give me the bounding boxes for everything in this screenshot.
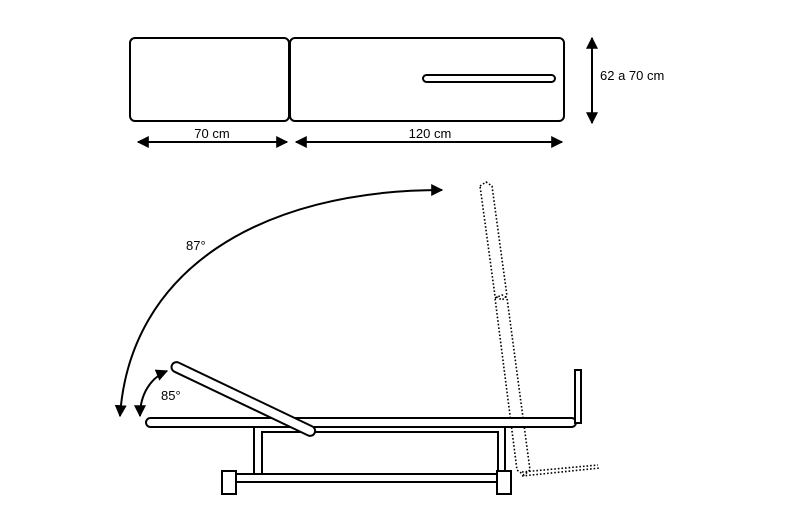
width-right-label: 120 cm xyxy=(409,126,452,141)
angle-large-label: 87° xyxy=(186,238,206,253)
top-view-slot xyxy=(422,74,556,83)
top-view-head-section xyxy=(129,37,290,122)
table-top xyxy=(145,417,577,428)
foot-post xyxy=(574,369,582,424)
base-foot-right xyxy=(496,470,512,495)
side-view: 87° 85° xyxy=(114,181,601,495)
base-frame xyxy=(221,425,512,495)
tilted-backrest xyxy=(170,361,317,437)
width-left-label: 70 cm xyxy=(194,126,229,141)
angle-small-label: 85° xyxy=(161,388,181,403)
base-foot-left xyxy=(221,470,237,495)
height-label: 62 a 70 cm xyxy=(600,68,664,83)
top-view: 70 cm 120 cm 62 a 70 cm xyxy=(129,36,664,148)
angle-large-arc xyxy=(114,184,444,418)
angle-small-arc xyxy=(134,369,169,418)
raised-backrest-outline xyxy=(479,181,601,477)
